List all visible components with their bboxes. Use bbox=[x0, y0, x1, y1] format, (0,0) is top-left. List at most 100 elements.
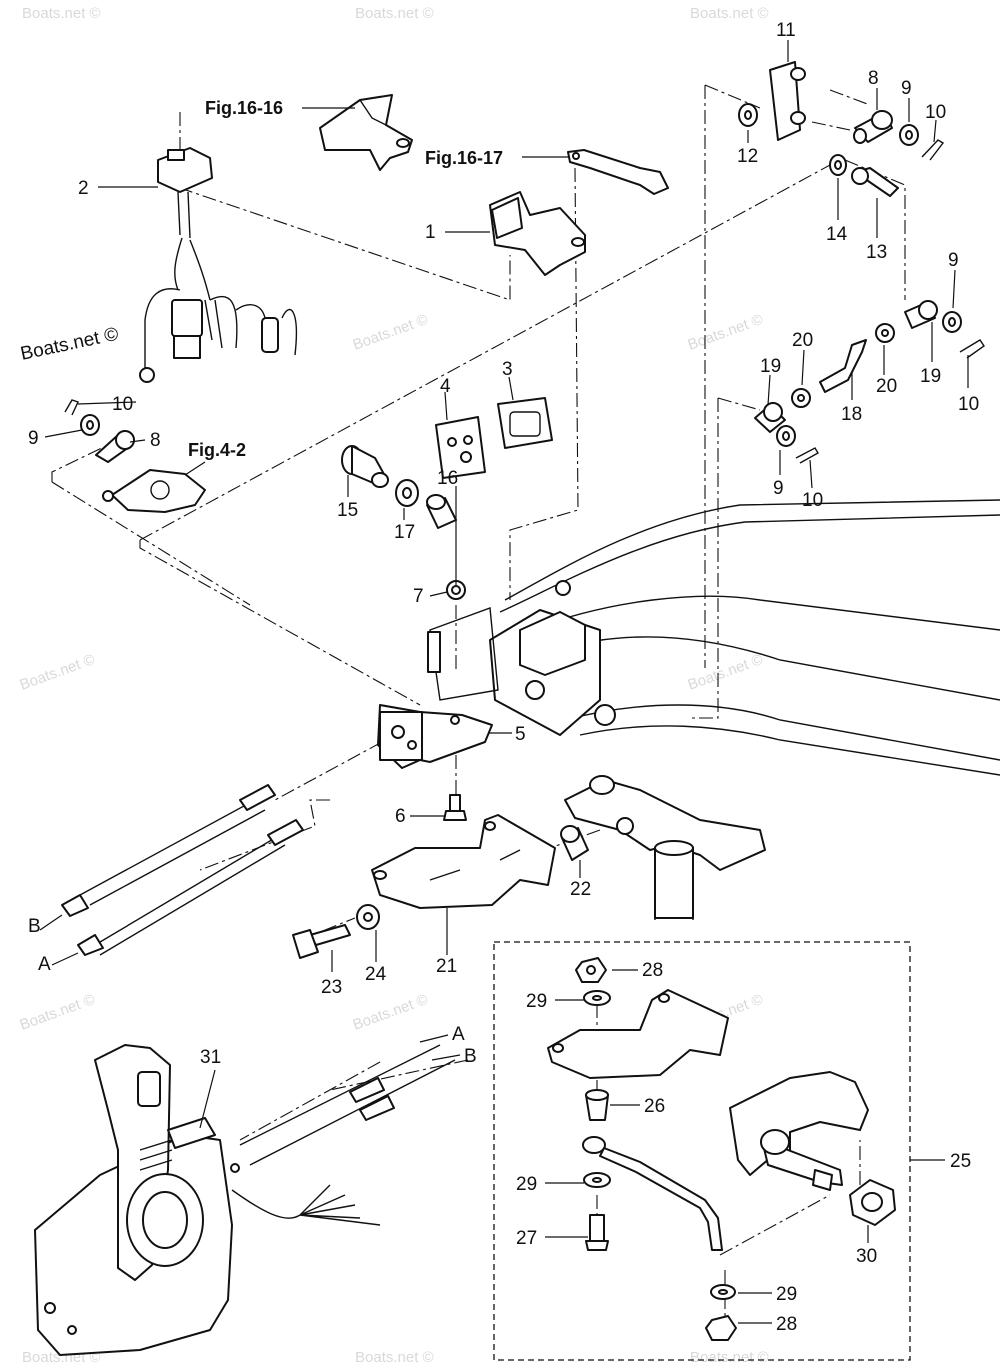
callout-15: 15 bbox=[337, 500, 358, 521]
nut-28-top bbox=[575, 957, 607, 983]
clip-10-right bbox=[959, 339, 985, 359]
kit-boundary bbox=[493, 941, 911, 1361]
callout-11: 11 bbox=[776, 20, 796, 41]
leader-lines bbox=[39, 40, 969, 1324]
washer-9-lower bbox=[776, 425, 796, 447]
steering-arm bbox=[564, 775, 766, 920]
clip-10-lower bbox=[795, 447, 819, 464]
switch-housing-bracket bbox=[377, 704, 493, 769]
engine-bracket-outline bbox=[427, 499, 1000, 776]
callout-30: 30 bbox=[856, 1246, 877, 1267]
callout-10-lower: 10 bbox=[802, 490, 823, 511]
fig-ref-4-2: Fig.4-2 bbox=[188, 440, 246, 460]
callout-8-left: 8 bbox=[150, 430, 161, 451]
callout-3: 3 bbox=[502, 359, 513, 380]
cover-piece-fig16-16 bbox=[319, 94, 413, 171]
cable-label-a-lower: A bbox=[452, 1024, 465, 1045]
washer-9-upper bbox=[899, 124, 919, 146]
callout-29-bottom: 29 bbox=[776, 1284, 797, 1305]
stud-19-upper bbox=[904, 300, 938, 329]
cable-letters: B A A B bbox=[28, 916, 477, 1067]
cable-label-b-lower: B bbox=[464, 1046, 477, 1067]
callout-5: 5 bbox=[515, 724, 526, 745]
bolt-6 bbox=[443, 794, 467, 821]
watermark: Boats.net © bbox=[351, 991, 431, 1034]
callout-29-mid: 29 bbox=[516, 1174, 537, 1195]
callout-10-right: 10 bbox=[958, 394, 979, 415]
stud-8-upper bbox=[853, 110, 893, 144]
control-cables-upper bbox=[61, 784, 304, 956]
callout-28-bottom: 28 bbox=[776, 1314, 797, 1335]
watermark: Boats.net © bbox=[18, 991, 98, 1034]
callout-6: 6 bbox=[395, 806, 406, 827]
cable-label-b-upper: B bbox=[28, 916, 41, 937]
callout-17: 17 bbox=[394, 522, 415, 543]
strap-plate-fig16-17 bbox=[567, 149, 669, 195]
watermark: Boats.net © bbox=[355, 1349, 434, 1366]
callout-29-top: 29 bbox=[526, 991, 547, 1012]
callout-14: 14 bbox=[826, 224, 848, 245]
kit-bracket bbox=[547, 989, 729, 1079]
callout-10-left: 10 bbox=[112, 394, 133, 415]
callout-26: 26 bbox=[644, 1096, 665, 1117]
callout-2: 2 bbox=[78, 178, 89, 199]
callout-10-upper: 10 bbox=[925, 102, 946, 123]
bolt-23 bbox=[292, 924, 351, 959]
callout-13: 13 bbox=[866, 242, 887, 263]
callout-1: 1 bbox=[425, 222, 436, 243]
watermark: Boats.net © bbox=[355, 5, 434, 22]
clip-10-upper bbox=[921, 139, 945, 161]
bolt-27 bbox=[585, 1214, 609, 1251]
nut-28-bottom bbox=[705, 1315, 737, 1341]
watermark: Boats.net © bbox=[690, 1349, 769, 1366]
washer-14 bbox=[829, 154, 847, 176]
callout-24: 24 bbox=[365, 964, 387, 985]
washer-17 bbox=[395, 479, 419, 507]
callout-20-right: 20 bbox=[876, 376, 897, 397]
callout-labels: 1 2 3 4 5 6 7 8 8 9 9 9 9 10 10 10 10 11… bbox=[28, 20, 979, 1335]
callout-9-upper: 9 bbox=[901, 78, 912, 99]
cable-label-a-upper: A bbox=[38, 954, 51, 975]
neutral-switch bbox=[435, 416, 486, 479]
link-plate-11 bbox=[769, 61, 806, 141]
control-cables-lower bbox=[230, 1044, 456, 1226]
bolt-13 bbox=[851, 167, 899, 197]
stepped-pin bbox=[341, 445, 389, 488]
washer-9-left bbox=[80, 414, 100, 436]
switch-bracket bbox=[489, 191, 586, 276]
watermark-visible: Boats.net © bbox=[19, 324, 121, 365]
callout-28-top: 28 bbox=[642, 960, 663, 981]
kit-cover bbox=[729, 1071, 869, 1191]
callout-18: 18 bbox=[841, 404, 862, 425]
watermark: Boats.net © bbox=[18, 651, 98, 694]
callout-27: 27 bbox=[516, 1228, 537, 1249]
callout-19-upper: 19 bbox=[920, 366, 941, 387]
washer-12 bbox=[738, 103, 758, 127]
callout-23: 23 bbox=[321, 977, 342, 998]
threaded-rod-18 bbox=[819, 339, 867, 393]
washer-29-mid bbox=[583, 1172, 611, 1188]
link-rod bbox=[582, 1136, 723, 1251]
callout-4: 4 bbox=[440, 376, 451, 397]
callout-8-upper: 8 bbox=[868, 68, 879, 89]
throttle-cam-fig4-2 bbox=[102, 469, 206, 513]
washer-29-bottom bbox=[710, 1284, 736, 1300]
watermark: Boats.net © bbox=[351, 311, 431, 354]
fig-ref-16-17: Fig.16-17 bbox=[425, 148, 503, 168]
callout-20-left: 20 bbox=[792, 330, 813, 351]
callout-9-right: 9 bbox=[948, 250, 959, 271]
washer-9-right bbox=[942, 311, 962, 333]
stud-8-left bbox=[95, 430, 135, 463]
collar-16 bbox=[426, 494, 457, 529]
nut-30 bbox=[849, 1179, 896, 1226]
callout-25: 25 bbox=[950, 1151, 971, 1172]
watermark: Boats.net © bbox=[690, 5, 769, 22]
callout-7: 7 bbox=[413, 586, 424, 607]
remote-control-box-31 bbox=[34, 1044, 233, 1356]
watermark: Boats.net © bbox=[686, 651, 766, 694]
washer-29-top bbox=[583, 990, 611, 1006]
nut-20-right bbox=[875, 323, 895, 343]
clip-10-left bbox=[64, 399, 79, 416]
stud-19-lower bbox=[754, 402, 786, 433]
